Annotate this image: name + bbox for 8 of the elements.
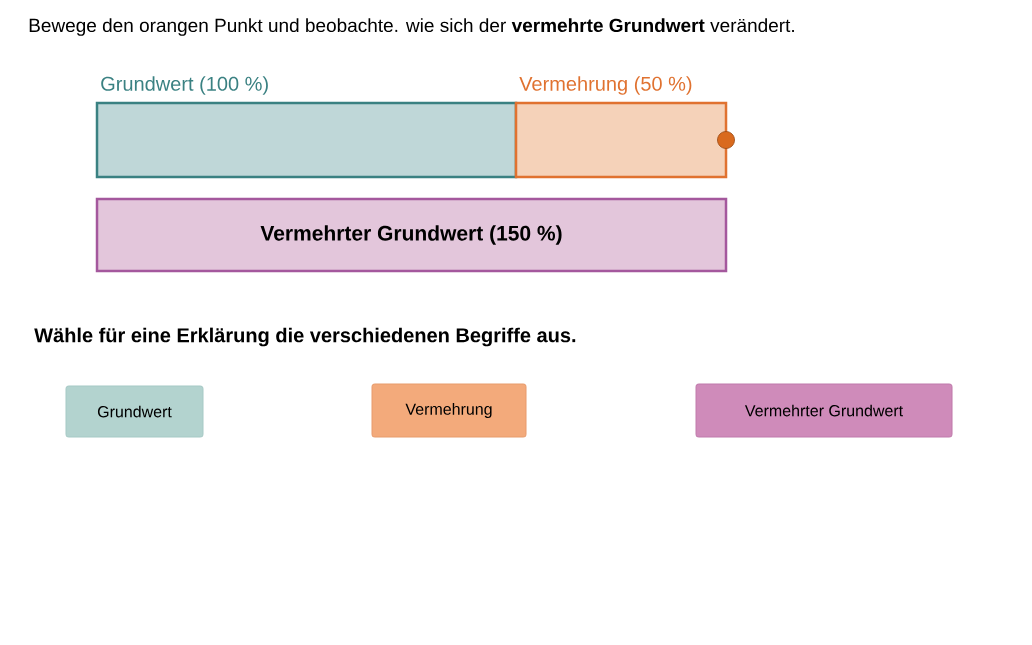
result-bar: Vermehrter Grundwert (150 %) xyxy=(95,197,728,273)
node-label: Vermehrung (50 %) xyxy=(519,76,692,95)
term-button: Vermehrter Grundwert xyxy=(695,383,953,438)
term-button: Vermehrung xyxy=(371,383,527,438)
instruction-text: Bewege den orangen Punkt und beobachte. wie sich der vermehrte Grundwert verändert. xyxy=(29,18,794,36)
term-button: Grundwert xyxy=(65,385,204,438)
prompt-text: Wähle für eine Erklärung die verschiedenen Begriffe aus. xyxy=(34,327,576,347)
node-label: Grundwert (100 %) xyxy=(101,76,268,95)
